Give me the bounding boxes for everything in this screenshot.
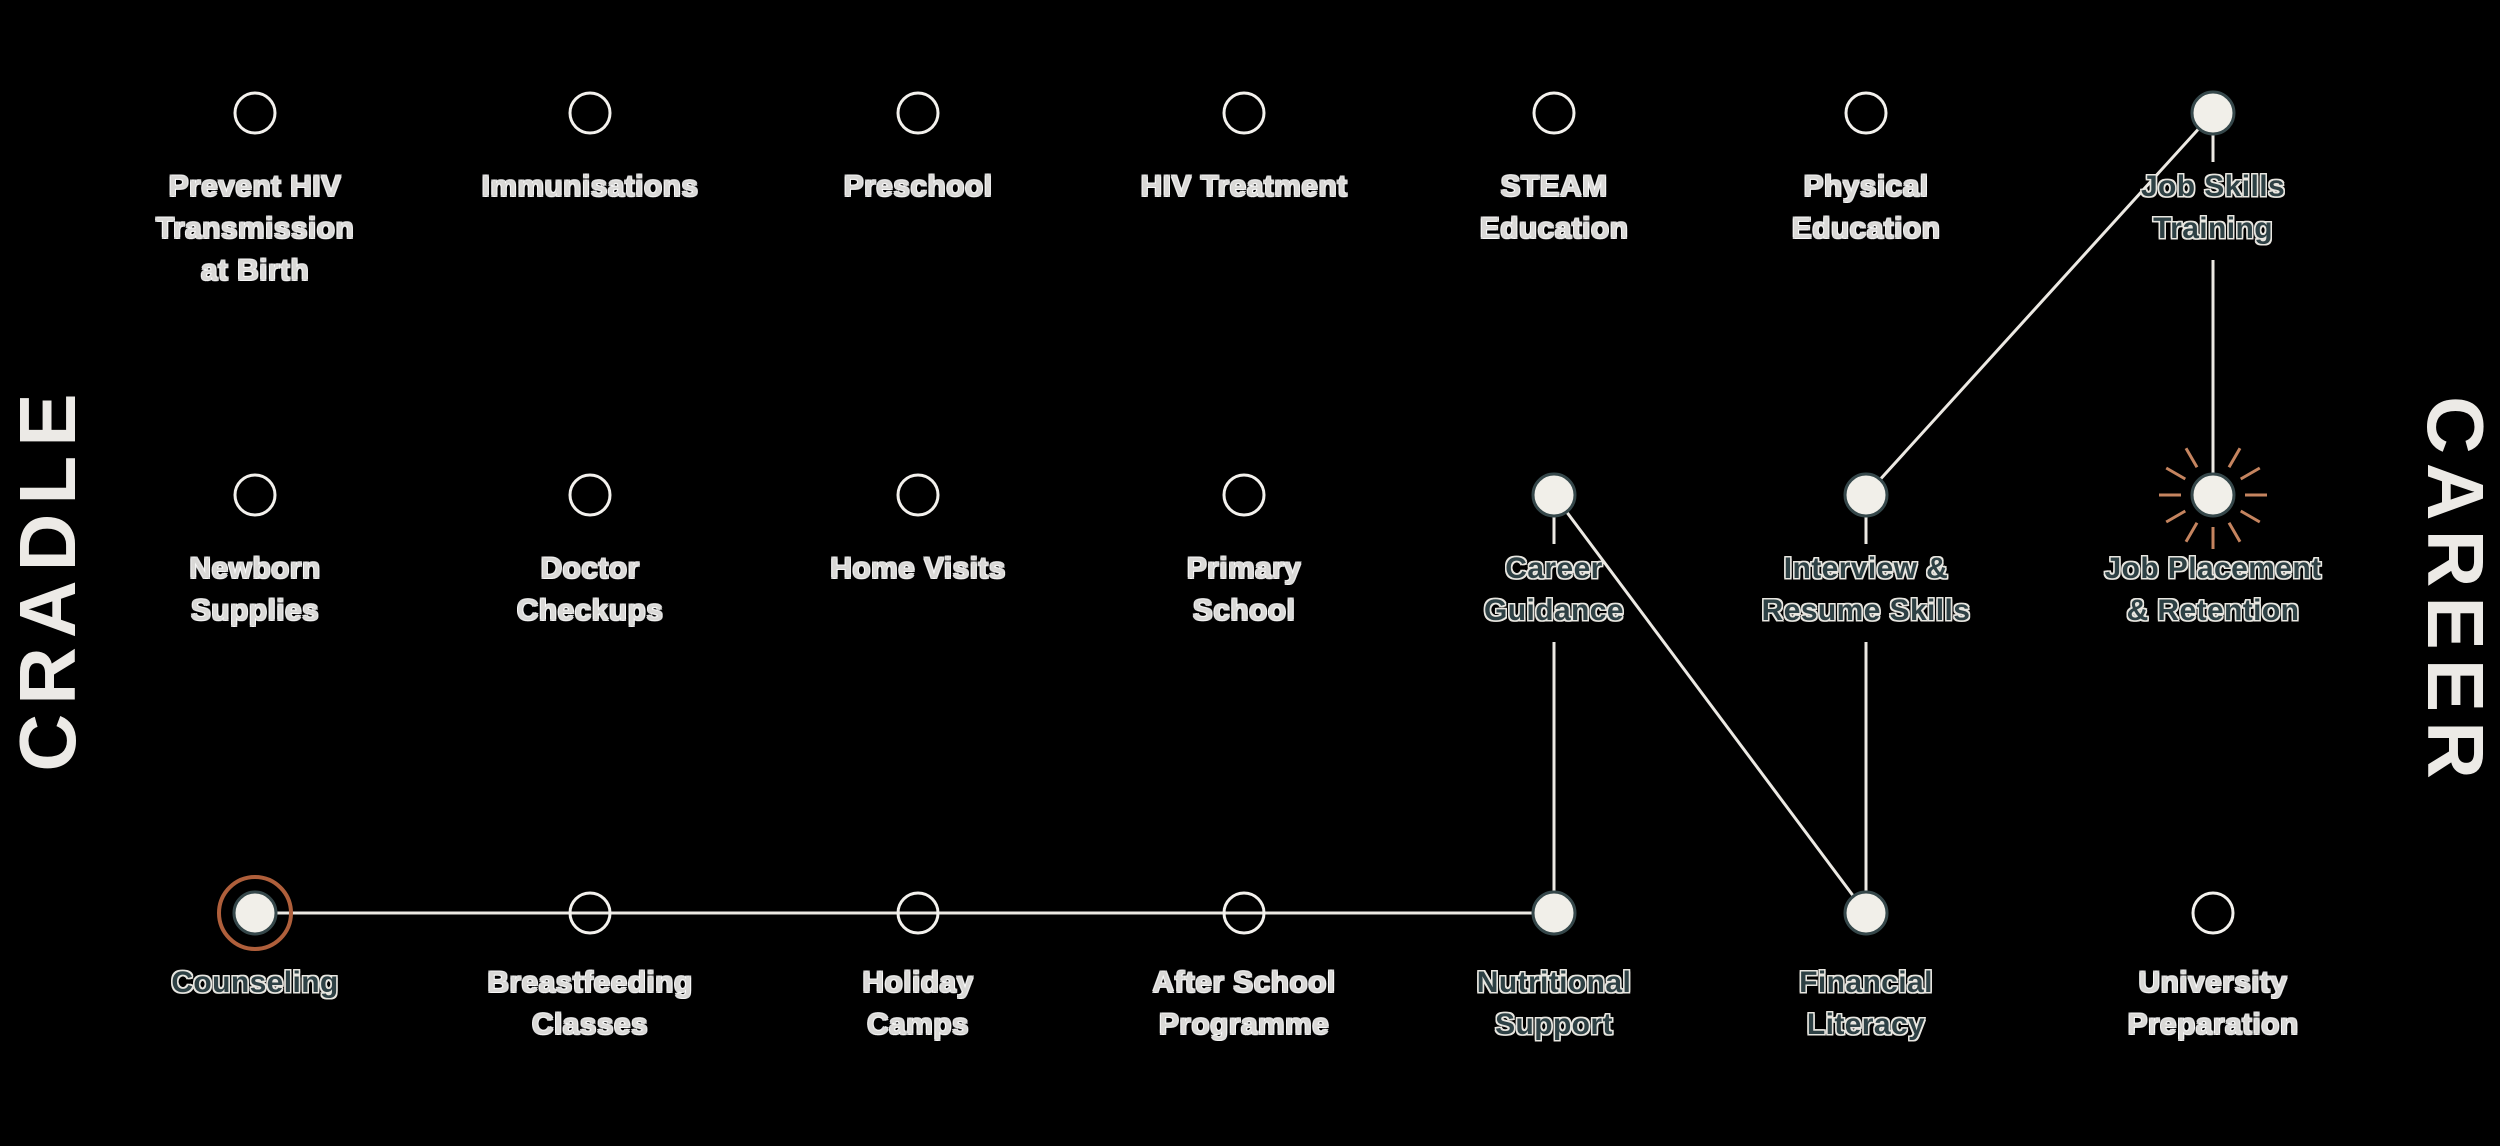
label-line: Nutritional xyxy=(1476,966,1632,999)
node-circle-prevent-hiv-transmission xyxy=(233,91,277,135)
cradle-axis-label: CRADLE xyxy=(3,384,92,772)
label-line: Resume Skills xyxy=(1761,594,1971,627)
sunburst-ray-job-placement-retention xyxy=(2227,521,2242,543)
sunburst-ray-job-placement-retention xyxy=(2239,466,2261,481)
label-line: After School xyxy=(1152,966,1336,999)
label-line: Transmission xyxy=(155,212,355,245)
label-line: Programme xyxy=(1158,1008,1330,1041)
career-axis-label: CAREER xyxy=(2411,396,2500,788)
node-circle-home-visits xyxy=(896,473,940,517)
label-line: Primary xyxy=(1186,552,1302,585)
edge-interview-resume-skills-to-job-skills-training xyxy=(1864,111,2215,497)
label-line: School xyxy=(1192,594,1296,627)
node-circle-physical-education xyxy=(1844,91,1888,135)
label-line: Interview & xyxy=(1783,552,1949,585)
label-line: HIV Treatment xyxy=(1140,170,1348,203)
label-line: Doctor xyxy=(540,552,640,585)
label-line: Preschool xyxy=(843,170,993,203)
node-circle-job-placement-retention xyxy=(2190,472,2236,518)
highlight-ring-counseling xyxy=(217,875,293,951)
sunburst-ray-job-placement-retention xyxy=(2227,447,2242,469)
node-circle-job-skills-training xyxy=(2190,90,2236,136)
node-circle-interview-resume-skills xyxy=(1843,472,1889,518)
label-line: Immunisations xyxy=(481,170,699,203)
sunburst-ray-job-placement-retention xyxy=(2184,521,2199,543)
label-line: Financial xyxy=(1799,966,1933,999)
edge-career-guidance-to-financial-literacy xyxy=(1552,494,1868,914)
label-line: Holiday xyxy=(862,966,974,999)
node-circle-career-guidance xyxy=(1531,472,1577,518)
label-line: Support xyxy=(1495,1008,1613,1041)
label-line: Training xyxy=(2153,212,2273,245)
label-line: Checkups xyxy=(516,594,664,627)
node-circle-doctor-checkups xyxy=(568,473,612,517)
label-line: Physical xyxy=(1803,170,1929,203)
node-label-interview-resume-skills: Interview & Resume Skills xyxy=(1762,548,1971,632)
node-label-prevent-hiv-transmission: Prevent HIV Transmission at Birth xyxy=(156,166,354,292)
node-label-preschool: Preschool xyxy=(844,166,993,208)
label-line: Breastfeeding xyxy=(487,966,693,999)
node-circle-steam-education xyxy=(1532,91,1576,135)
sunburst-ray-job-placement-retention xyxy=(2239,509,2261,524)
node-label-job-placement-retention: Job Placement & Retention xyxy=(2105,548,2322,632)
label-line: University xyxy=(2138,966,2288,999)
label-line: Job Placement xyxy=(2104,552,2322,585)
node-circle-newborn-supplies xyxy=(233,473,277,517)
node-circle-holiday-camps xyxy=(896,891,940,935)
label-line: at Birth xyxy=(200,254,310,287)
node-circle-university-preparation xyxy=(2191,891,2235,935)
node-label-counseling: Counseling xyxy=(171,962,338,1004)
sunburst-ray-job-placement-retention xyxy=(2165,466,2187,481)
sunburst-ray-job-placement-retention xyxy=(2165,509,2187,524)
node-label-hiv-treatment: HIV Treatment xyxy=(1141,166,1348,208)
sunburst-ray-job-placement-retention xyxy=(2184,447,2199,469)
label-line: Home Visits xyxy=(830,552,1006,585)
label-line: Classes xyxy=(531,1008,649,1041)
node-circle-immunisations xyxy=(568,91,612,135)
label-line: & Retention xyxy=(2126,594,2300,627)
node-circle-preschool xyxy=(896,91,940,135)
node-label-home-visits: Home Visits xyxy=(830,548,1006,590)
label-line: Education xyxy=(1479,212,1629,245)
label-line: Prevent HIV xyxy=(168,170,342,203)
node-circle-after-school-programme xyxy=(1222,891,1266,935)
label-line: STEAM xyxy=(1500,170,1608,203)
label-line: Guidance xyxy=(1484,594,1624,627)
label-line: Education xyxy=(1791,212,1941,245)
node-label-steam-education: STEAM Education xyxy=(1480,166,1629,250)
node-circle-hiv-treatment xyxy=(1222,91,1266,135)
label-line: Preparation xyxy=(2127,1008,2299,1041)
label-line: Career xyxy=(1505,552,1603,585)
node-circle-primary-school xyxy=(1222,473,1266,517)
node-label-immunisations: Immunisations xyxy=(482,166,699,208)
node-circle-breastfeeding-classes xyxy=(568,891,612,935)
node-circle-counseling xyxy=(232,890,278,936)
label-line: Newborn xyxy=(189,552,321,585)
label-line: Counseling xyxy=(171,966,339,999)
label-line: Job Skills xyxy=(2140,170,2286,203)
label-line: Supplies xyxy=(190,594,320,627)
node-circle-nutritional-support xyxy=(1531,890,1577,936)
node-circle-financial-literacy xyxy=(1843,890,1889,936)
label-line: Literacy xyxy=(1806,1008,1926,1041)
label-line: Camps xyxy=(866,1008,970,1041)
